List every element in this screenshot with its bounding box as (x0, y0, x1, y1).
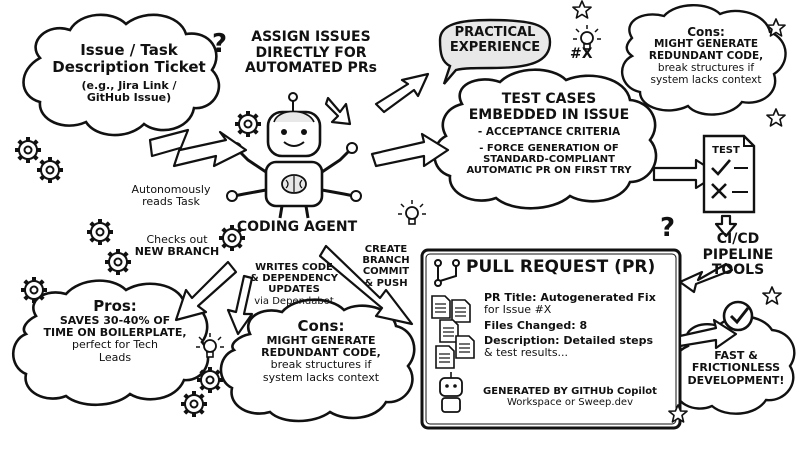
fast-cloud: FAST & FRICTIONLESS DEVELOPMENT! (687, 349, 785, 387)
gear-icon (179, 389, 209, 419)
test-cases-cloud: TEST CASES EMBEDDED IN ISSUE - ACCEPTANC… (454, 91, 644, 177)
checks-branch-label: Checks out NEW BRANCH (134, 233, 220, 259)
document-icon (431, 295, 451, 319)
question-mark-icon: ? (660, 213, 675, 243)
main-heading: ASSIGN ISSUES DIRECTLY FOR AUTOMATED PRs (245, 29, 377, 77)
gear-icon (13, 135, 43, 165)
practical-experience-label: PRACTICAL EXPERIENCE (449, 25, 541, 55)
cicd-label: CI/CD PIPELINE TOOLS (702, 231, 774, 279)
gear-icon (35, 155, 65, 185)
cons-bottom-cloud: Cons: MIGHT GENERATE REDUNDANT CODE, bre… (238, 318, 404, 384)
practical-bubble-shape (438, 18, 552, 85)
checkmark-badge-icon (722, 300, 754, 332)
gear-icon (85, 217, 115, 247)
pr-generated-by: GENERATED BY GITHUb Copilot Workspace or… (483, 386, 657, 409)
pr-description: Description: Detailed steps & test resul… (484, 333, 654, 360)
star-icon (572, 0, 592, 19)
cons-top-cloud: Cons: MIGHT GENERATE REDUNDANT CODE, bre… (636, 25, 776, 86)
test-cases-title: TEST CASES EMBEDDED IN ISSUE (468, 91, 630, 123)
arrow-icon (148, 72, 738, 350)
pr-details: PR Title: Autogenerated Fix for Issue #X… (484, 291, 674, 360)
test-item-acceptance: - ACCEPTANCE CRITERIA (477, 126, 621, 139)
create-branch-label: CREATE BRANCH COMMIT & PUSH (362, 244, 410, 289)
issue-cloud: Issue / Task Description Ticket (e.g., J… (44, 42, 214, 104)
writes-code-label: WRITES CODE & DEPENDENCY UPDATES via Dep… (250, 262, 338, 307)
issue-cloud-shape (22, 13, 221, 137)
pr-title: PULL REQUEST (PR) (466, 257, 656, 277)
document-icon (455, 335, 475, 359)
pros-cloud: Pros: SAVES 30-40% OF TIME ON BOILERPLAT… (30, 298, 200, 364)
clipboard-checklist-icon (702, 134, 756, 214)
reads-task-label: Autonomously reads Task (131, 183, 211, 209)
cons-bottom-cloud-shape (219, 298, 416, 423)
pr-files-changed: Files Changed: 8 (484, 318, 588, 332)
test-doc-label: TEST (712, 145, 740, 156)
gear-icon (233, 109, 263, 139)
star-icon (766, 108, 786, 127)
cons-bottom-title: Cons: (297, 317, 345, 335)
gear-icon (195, 365, 225, 395)
star-icon (762, 286, 782, 305)
robot-icon (439, 372, 463, 413)
pros-cloud-shape (11, 279, 210, 407)
hash-label: #X (570, 46, 593, 62)
question-mark-icon: ? (212, 29, 227, 59)
document-icon (435, 345, 455, 369)
pr-title-field: PR Title: Autogenerated Fix for Issue #X (484, 291, 656, 317)
brain-icon (281, 174, 307, 194)
git-branch-icon (434, 259, 460, 287)
issue-cloud-subtitle: (e.g., Jira Link / GitHub Issue) (81, 78, 177, 104)
cons-top-cloud-shape (621, 4, 787, 116)
coding-agent-label: CODING AGENT (236, 219, 358, 235)
document-icon (451, 299, 471, 323)
test-cloud-shape (433, 68, 658, 210)
issue-cloud-title: Issue / Task Description Ticket (52, 41, 206, 76)
pros-title: Pros: (93, 297, 137, 315)
lightbulb-icon (397, 199, 427, 225)
robot-icon (226, 92, 362, 219)
cons-top-title: Cons: (687, 25, 725, 39)
test-item-force: - FORCE GENERATION OF STANDARD-COMPLIANT… (466, 143, 632, 177)
